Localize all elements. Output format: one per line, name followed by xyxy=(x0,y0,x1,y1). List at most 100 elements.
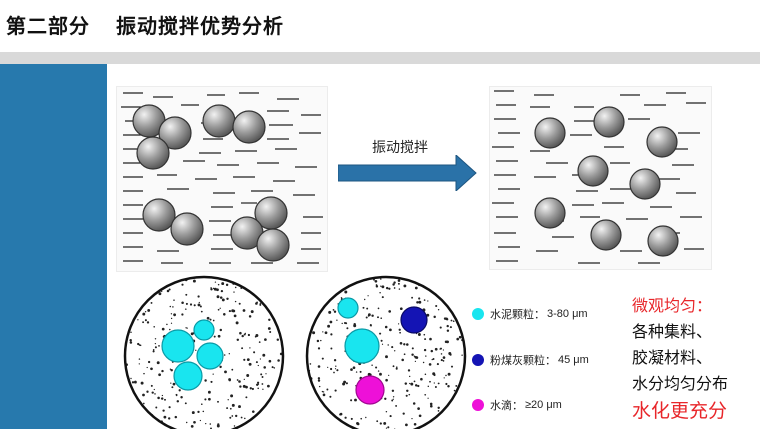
sand-dot xyxy=(213,335,216,338)
sand-dot xyxy=(122,409,125,412)
sand-dot xyxy=(458,408,461,411)
sand-dot xyxy=(443,377,445,379)
sand-dot xyxy=(163,415,167,419)
sand-dot xyxy=(418,297,421,300)
sand-dot xyxy=(249,347,251,349)
sand-dot xyxy=(322,393,326,397)
sand-dot xyxy=(126,400,129,402)
header: 第二部分振动搅拌优势分析 xyxy=(0,0,760,52)
sand-dot xyxy=(362,306,365,309)
sand-dot xyxy=(226,407,229,410)
sand-dot xyxy=(377,370,380,372)
sand-dot xyxy=(246,358,250,361)
sand-dot xyxy=(243,358,246,361)
after-mixing-panel xyxy=(489,86,712,270)
sand-dot xyxy=(442,293,446,297)
sand-dot xyxy=(346,280,350,283)
sand-dot xyxy=(261,376,264,378)
sand-dot xyxy=(402,412,405,415)
sand-dot xyxy=(388,287,391,290)
sand-dot xyxy=(125,309,126,312)
sand-dot xyxy=(391,389,395,392)
note-line-1: 微观均匀： xyxy=(632,296,713,315)
after-mixing-diagram xyxy=(492,90,706,264)
sand-dot xyxy=(146,390,149,393)
sand-dot xyxy=(278,320,281,323)
sand-dot xyxy=(161,327,165,331)
sand-dot xyxy=(307,377,308,380)
sand-dot xyxy=(219,328,223,332)
sand-dot xyxy=(201,403,203,405)
sand-dot xyxy=(405,394,408,397)
sand-dot xyxy=(393,281,396,284)
sand-dot xyxy=(238,405,241,409)
sand-dot xyxy=(205,422,207,425)
sand-dot xyxy=(320,339,322,342)
sand-dot xyxy=(398,328,401,331)
sand-dot xyxy=(324,299,328,302)
sand-dot xyxy=(411,417,413,420)
sand-dot xyxy=(192,279,196,283)
sand-dot xyxy=(228,353,230,355)
sand-dot xyxy=(381,296,384,299)
sand-dot xyxy=(449,353,452,356)
sand-dot xyxy=(131,308,135,312)
sand-dot xyxy=(466,333,468,335)
sand-dot xyxy=(161,394,164,397)
sand-dot xyxy=(199,305,202,308)
sand-dot xyxy=(413,355,416,358)
sand-dot xyxy=(380,278,382,280)
sand-dot xyxy=(381,343,384,345)
sand-dot xyxy=(322,391,325,393)
sand-dot xyxy=(433,373,436,377)
sand-dot xyxy=(213,287,217,291)
sand-dot xyxy=(463,398,465,402)
sand-dot xyxy=(233,425,236,427)
sand-dot xyxy=(453,389,456,392)
sand-dot xyxy=(443,293,446,296)
sand-dot xyxy=(233,314,237,318)
sand-dot xyxy=(239,385,242,388)
sand-dot xyxy=(251,387,254,391)
water-droplet xyxy=(355,375,385,405)
note-line-4: 水分均匀分布 xyxy=(632,374,729,393)
sand-dot xyxy=(395,367,398,370)
sand-dot xyxy=(234,300,237,303)
sand-dot xyxy=(149,426,152,429)
sand-dot xyxy=(223,354,226,356)
sand-dot xyxy=(385,410,388,413)
sand-dot xyxy=(319,293,323,297)
sand-dot xyxy=(243,378,245,381)
sand-dot xyxy=(316,339,320,343)
sand-dot xyxy=(230,394,234,398)
sand-dot xyxy=(150,301,153,304)
sand-dot xyxy=(237,278,241,281)
sand-dot xyxy=(446,318,449,321)
sand-dot xyxy=(406,389,409,393)
sand-dot xyxy=(384,397,387,400)
sand-dot xyxy=(240,416,243,419)
sand-dot xyxy=(414,360,417,363)
sand-dot xyxy=(413,423,417,426)
sand-dot xyxy=(152,349,155,351)
sand-dot xyxy=(392,283,395,286)
sand-dot xyxy=(404,382,408,385)
sand-dot xyxy=(267,327,271,330)
sand-dot xyxy=(324,331,328,335)
sand-dot xyxy=(388,374,390,377)
sand-dot xyxy=(243,333,246,336)
sand-dot xyxy=(125,330,126,332)
sand-dot xyxy=(185,308,187,310)
sand-dot xyxy=(255,361,258,364)
sand-dot xyxy=(413,380,416,383)
sand-dot xyxy=(138,284,141,286)
sand-dot xyxy=(411,347,414,350)
legend-value: 45 μm xyxy=(558,354,589,366)
sand-dot xyxy=(416,301,419,304)
sand-dot xyxy=(271,410,274,413)
sand-dot xyxy=(267,424,269,426)
sand-dot xyxy=(366,307,369,310)
sand-dot xyxy=(385,378,388,382)
sand-dot xyxy=(147,308,151,312)
sand-dot xyxy=(432,358,435,360)
